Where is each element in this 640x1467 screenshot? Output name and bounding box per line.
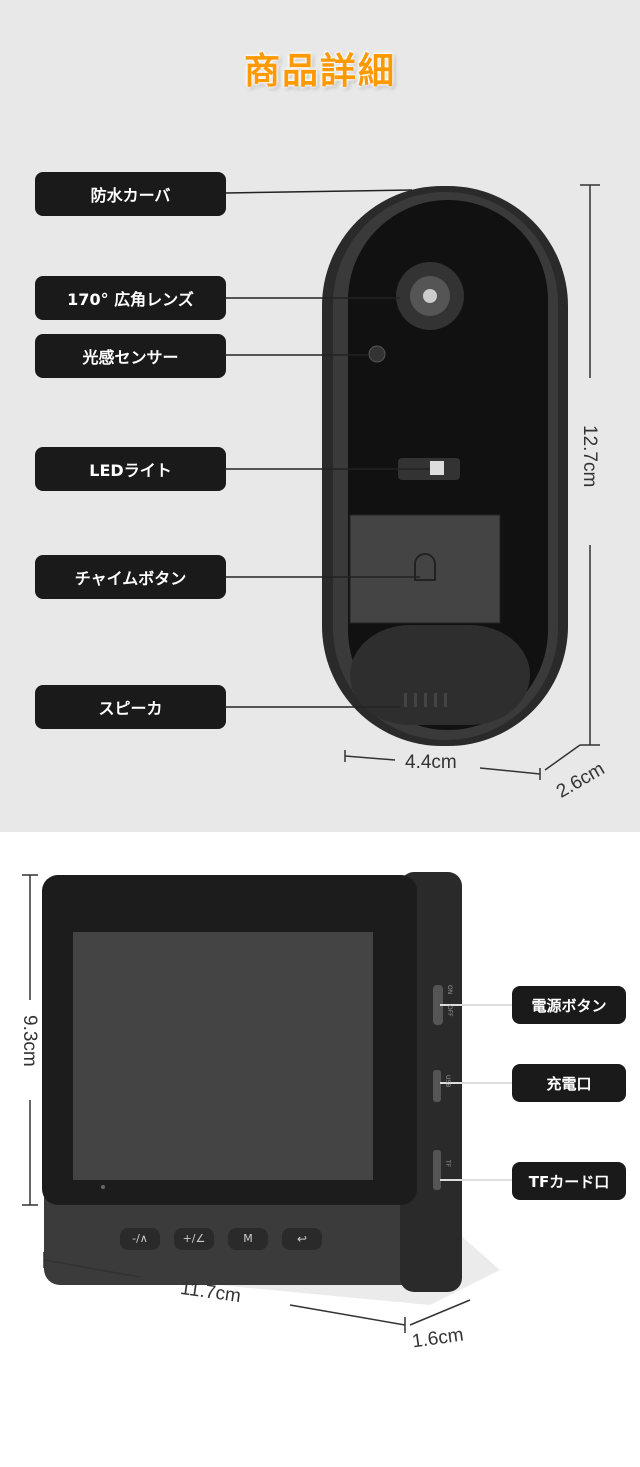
- label-led-light: LEDライト: [35, 447, 226, 491]
- monitor-button-up[interactable]: +/∠: [174, 1228, 214, 1250]
- monitor-height: 9.3cm: [19, 1015, 40, 1067]
- side-text-tf: TF: [444, 1160, 451, 1168]
- label-wide-angle-lens: 170° 広角レンズ: [35, 276, 226, 320]
- callout-lines: [225, 189, 430, 708]
- monitor-button-down[interactable]: -/∧: [120, 1228, 160, 1250]
- monitor-buttons: -/∧ +/∠ M ↩: [120, 1228, 322, 1250]
- doorbell-device: [322, 186, 568, 746]
- label-light-sensor: 光感センサー: [35, 334, 226, 378]
- monitor-callout-lines: [440, 1004, 512, 1181]
- side-text-usb: USB: [444, 1075, 451, 1088]
- page-title: 商品詳細: [243, 51, 396, 92]
- label-speaker: スピーカ: [35, 685, 226, 729]
- label-waterproof-cover: 防水カーバ: [35, 172, 226, 216]
- label-chime-button: チャイムボタン: [35, 555, 226, 599]
- monitor-button-call[interactable]: ↩: [282, 1228, 322, 1250]
- doorbell-dimension-lines: [344, 184, 600, 780]
- label-power-button: 電源ボタン: [512, 986, 626, 1024]
- doorbell-height: 12.7cm: [579, 425, 600, 488]
- label-tf-card-slot: TFカード口: [512, 1162, 626, 1200]
- side-text-off: OFF: [446, 1005, 453, 1017]
- side-text-on: ON: [446, 985, 453, 995]
- monitor-device: [42, 872, 500, 1305]
- doorbell-width: 4.4cm: [405, 752, 457, 773]
- monitor-dimension-lines: [22, 874, 471, 1333]
- monitor-button-menu[interactable]: M: [228, 1228, 268, 1250]
- label-charging-port: 充電口: [512, 1064, 626, 1102]
